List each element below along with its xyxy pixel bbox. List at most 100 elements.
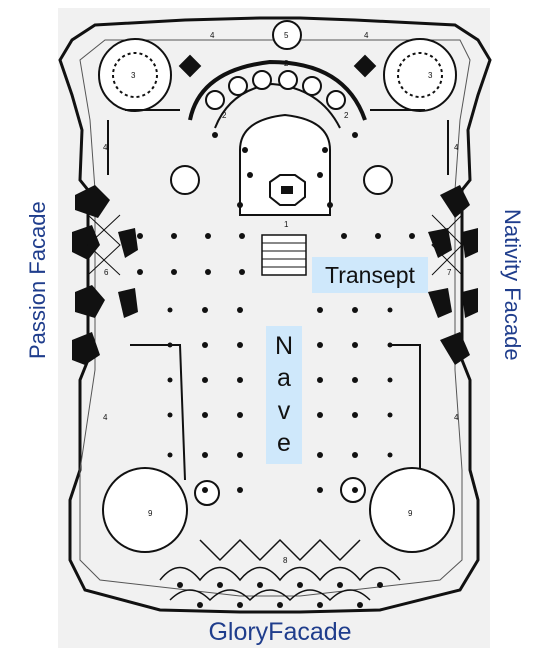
- column: [409, 233, 415, 239]
- chapel-right: [369, 467, 455, 553]
- altar-steps: [261, 234, 307, 276]
- baptistery-left: [102, 467, 188, 553]
- apse-chapels: [205, 70, 346, 110]
- column: [167, 452, 173, 458]
- sacristy-left: [98, 38, 172, 112]
- column: [237, 307, 243, 313]
- side-porch-lines: [87, 214, 463, 276]
- plan-number-2b: 2: [222, 111, 227, 120]
- column: [167, 412, 173, 418]
- column: [352, 452, 358, 458]
- column: [137, 233, 143, 239]
- plan-number-4d: 4: [454, 413, 459, 422]
- column: [171, 269, 177, 275]
- column: [137, 269, 143, 275]
- column: [317, 487, 323, 493]
- sacristy-right: [383, 38, 457, 112]
- passion-facade-towers: [72, 185, 138, 365]
- stair-towers: [170, 165, 393, 506]
- column: [239, 233, 245, 239]
- apse-inner: [214, 82, 341, 129]
- column: [322, 147, 328, 153]
- plan-number-1: 1: [284, 220, 289, 229]
- column: [317, 377, 323, 383]
- column: [317, 452, 323, 458]
- plan-number-3-left: 3: [131, 71, 136, 80]
- plan-number-4a: 4: [103, 143, 108, 152]
- column: [202, 377, 208, 383]
- plan-number-4f: 4: [364, 31, 369, 40]
- nave-letter-a: a: [277, 364, 291, 393]
- column: [237, 412, 243, 418]
- nativity-facade-label: Nativity Facade: [500, 209, 525, 361]
- outer-wall: [58, 16, 492, 614]
- column: [171, 233, 177, 239]
- column: [387, 377, 393, 383]
- column: [387, 342, 393, 348]
- column: [237, 452, 243, 458]
- column: [387, 452, 393, 458]
- plan-number-9-right: 9: [408, 509, 413, 518]
- column: [237, 202, 243, 208]
- nativity-facade-towers: [428, 185, 478, 365]
- plan-number-4e: 4: [210, 31, 215, 40]
- column: [237, 487, 243, 493]
- column: [239, 269, 245, 275]
- apse-wall: [188, 59, 367, 121]
- column: [352, 132, 358, 138]
- plan-number-7: 7: [447, 268, 452, 277]
- glory-porch-posts: [177, 582, 383, 608]
- column: [352, 377, 358, 383]
- column: [247, 172, 253, 178]
- transept-label: Transept: [312, 257, 428, 293]
- column: [205, 233, 211, 239]
- plan-number-3-right: 3: [428, 71, 433, 80]
- nave-letter-n: N: [274, 331, 294, 360]
- passion-facade-label: Passion Facade: [25, 201, 50, 359]
- plan-number-6: 6: [104, 268, 109, 277]
- column: [352, 307, 358, 313]
- column: [202, 307, 208, 313]
- column: [212, 132, 218, 138]
- plan-number-2: 2: [284, 59, 289, 68]
- nave-label: N a v e: [266, 326, 302, 464]
- column: [317, 342, 323, 348]
- column: [202, 342, 208, 348]
- column: [352, 487, 358, 493]
- column: [387, 307, 393, 313]
- column: [317, 172, 323, 178]
- column: [352, 342, 358, 348]
- column: [317, 412, 323, 418]
- plan-number-4b: 4: [454, 143, 459, 152]
- column: [387, 412, 393, 418]
- column: [202, 487, 208, 493]
- column: [317, 307, 323, 313]
- plan-number-5: 5: [284, 31, 289, 40]
- column: [237, 377, 243, 383]
- side-walls: [107, 109, 449, 481]
- column: [202, 452, 208, 458]
- presbytery: [239, 113, 331, 216]
- plan-number-2c: 2: [344, 111, 349, 120]
- column: [375, 233, 381, 239]
- column: [237, 342, 243, 348]
- column: [242, 147, 248, 153]
- column: [202, 412, 208, 418]
- step-lines: [262, 242, 306, 268]
- column: [205, 269, 211, 275]
- glory-porch: [159, 538, 401, 602]
- column: [352, 412, 358, 418]
- plan-number-4c: 4: [103, 413, 108, 422]
- glory-facade-label: GloryFacade: [208, 618, 352, 646]
- plan-number-9-left: 9: [148, 509, 153, 518]
- column: [327, 202, 333, 208]
- column: [167, 307, 173, 313]
- altar: [281, 186, 293, 194]
- column: [167, 377, 173, 383]
- nave-letter-v: v: [277, 396, 291, 425]
- nave-letter-e: e: [277, 429, 291, 458]
- column: [167, 342, 173, 348]
- chapel-5: [272, 20, 302, 50]
- column: [341, 233, 347, 239]
- plan-numbers: 1 2 2 2 3 3 4 4 4 4 4 4 5 6 7 8 9 9: [103, 31, 459, 565]
